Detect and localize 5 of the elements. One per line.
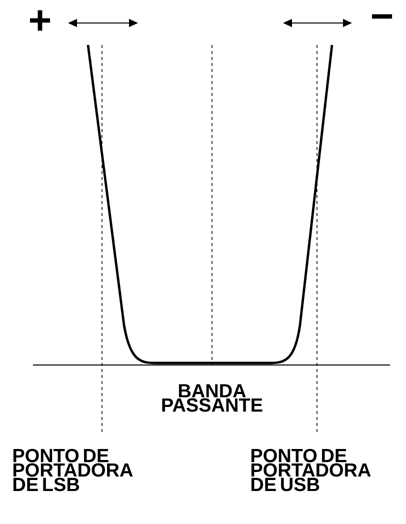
minus-sign: − xyxy=(372,14,392,19)
carrier-point-label: PONTO DE PORTADORA DE LSB xyxy=(13,448,133,492)
plus-sign: + xyxy=(30,10,50,31)
band-label: BANDA PASSANTE xyxy=(162,384,262,412)
carrier-point-label: PONTO DE PORTADORA DE USB xyxy=(251,448,371,492)
